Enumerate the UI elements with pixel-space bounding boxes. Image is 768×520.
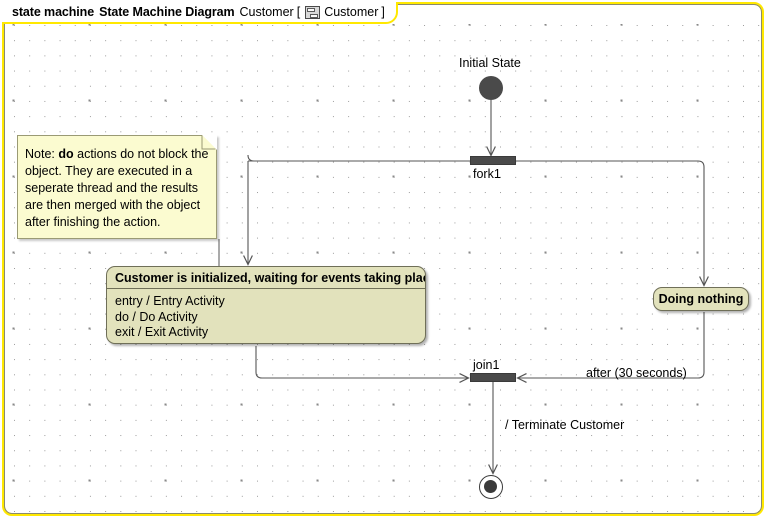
state-activity-entry: entry / Entry Activity <box>115 294 225 308</box>
state-activity-exit: exit / Exit Activity <box>115 325 209 339</box>
edge-label-after-30-seconds: after (30 seconds) <box>586 366 687 380</box>
state-activity-do: do / Do Activity <box>115 309 198 324</box>
diagram-frame-inner-border <box>4 4 762 514</box>
note-text: Note: do actions do not block the object… <box>18 136 216 237</box>
diagram-keyword: state machine <box>12 5 95 19</box>
diagram-context-name: Customer <box>239 5 294 19</box>
state-title: Customer is initialized, waiting for eve… <box>107 267 425 289</box>
state-customer-initialized[interactable]: Customer is initialized, waiting for eve… <box>106 266 426 344</box>
diagram-classifier-name: Customer <box>324 5 379 19</box>
note-fold-corner-icon <box>202 135 217 150</box>
state-doing-nothing-label: Doing nothing <box>658 292 744 306</box>
final-state-node[interactable] <box>479 475 503 499</box>
state-activity-compartment: entry / Entry Activity do / Do Activity … <box>107 289 425 343</box>
join-node[interactable] <box>470 373 516 382</box>
note-comment[interactable]: Note: do actions do not block the object… <box>17 135 217 239</box>
note-body: actions do not block the object. They ar… <box>25 147 209 229</box>
fork-node[interactable] <box>470 156 516 165</box>
initial-state-node[interactable] <box>479 76 503 100</box>
edge-label-terminate-customer: / Terminate Customer <box>505 418 625 432</box>
diagram-title-tab[interactable]: state machine State Machine Diagram Cust… <box>2 2 398 24</box>
state-doing-nothing[interactable]: Doing nothing <box>653 287 749 311</box>
note-emphasis: do <box>58 147 74 161</box>
bracket-close: ] <box>381 5 385 19</box>
state-machine-icon <box>305 5 321 19</box>
initial-state-label: Initial State <box>459 56 521 70</box>
note-prefix: Note: <box>25 147 59 161</box>
fork-label: fork1 <box>473 167 501 181</box>
diagram-type-label: State Machine Diagram <box>99 5 235 19</box>
bracket-open: [ <box>296 5 301 19</box>
join-label: join1 <box>473 358 500 372</box>
